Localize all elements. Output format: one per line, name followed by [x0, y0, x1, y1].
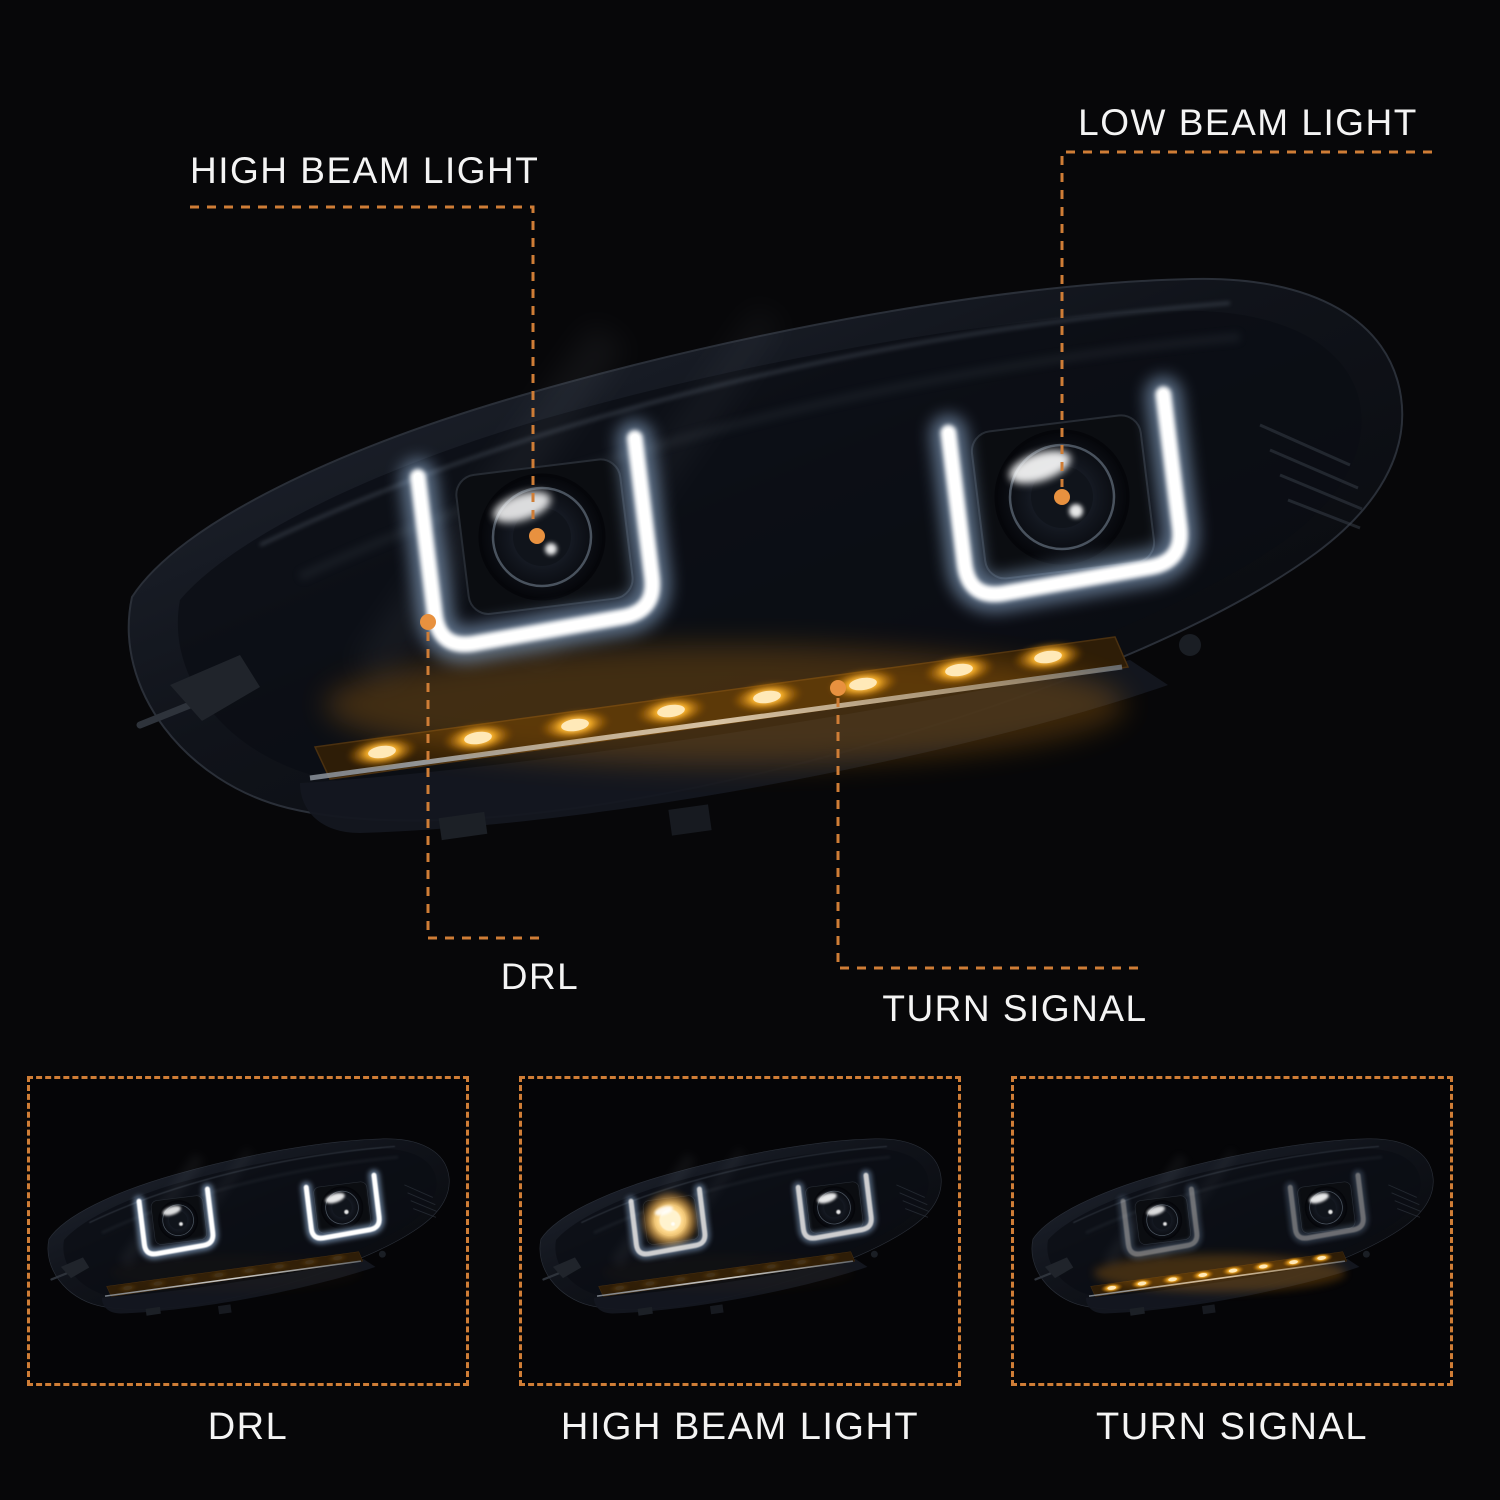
thumbnail-label-high-beam: HIGH BEAM LIGHT	[560, 1406, 920, 1448]
thumbnail-image-drl	[42, 1131, 458, 1327]
thumbnail-image-turn-signal	[1026, 1131, 1442, 1327]
hero-headlight-image	[110, 255, 1430, 875]
callout-label-drl: DRL	[500, 956, 580, 997]
thumbnail-turn-signal	[1011, 1076, 1453, 1386]
thumbnail-label-drl: DRL	[207, 1406, 289, 1448]
thumbnail-drl	[27, 1076, 469, 1386]
thumbnail-label-turn-signal: TURN SIGNAL	[1096, 1406, 1368, 1448]
callout-label-low-beam: LOW BEAM LIGHT	[1078, 102, 1418, 143]
thumbnail-image-high-beam	[534, 1131, 950, 1327]
thumbnail-high-beam	[519, 1076, 961, 1386]
callout-label-high-beam: HIGH BEAM LIGHT	[190, 150, 540, 191]
callout-label-turn-signal: TURN SIGNAL	[882, 988, 1148, 1029]
